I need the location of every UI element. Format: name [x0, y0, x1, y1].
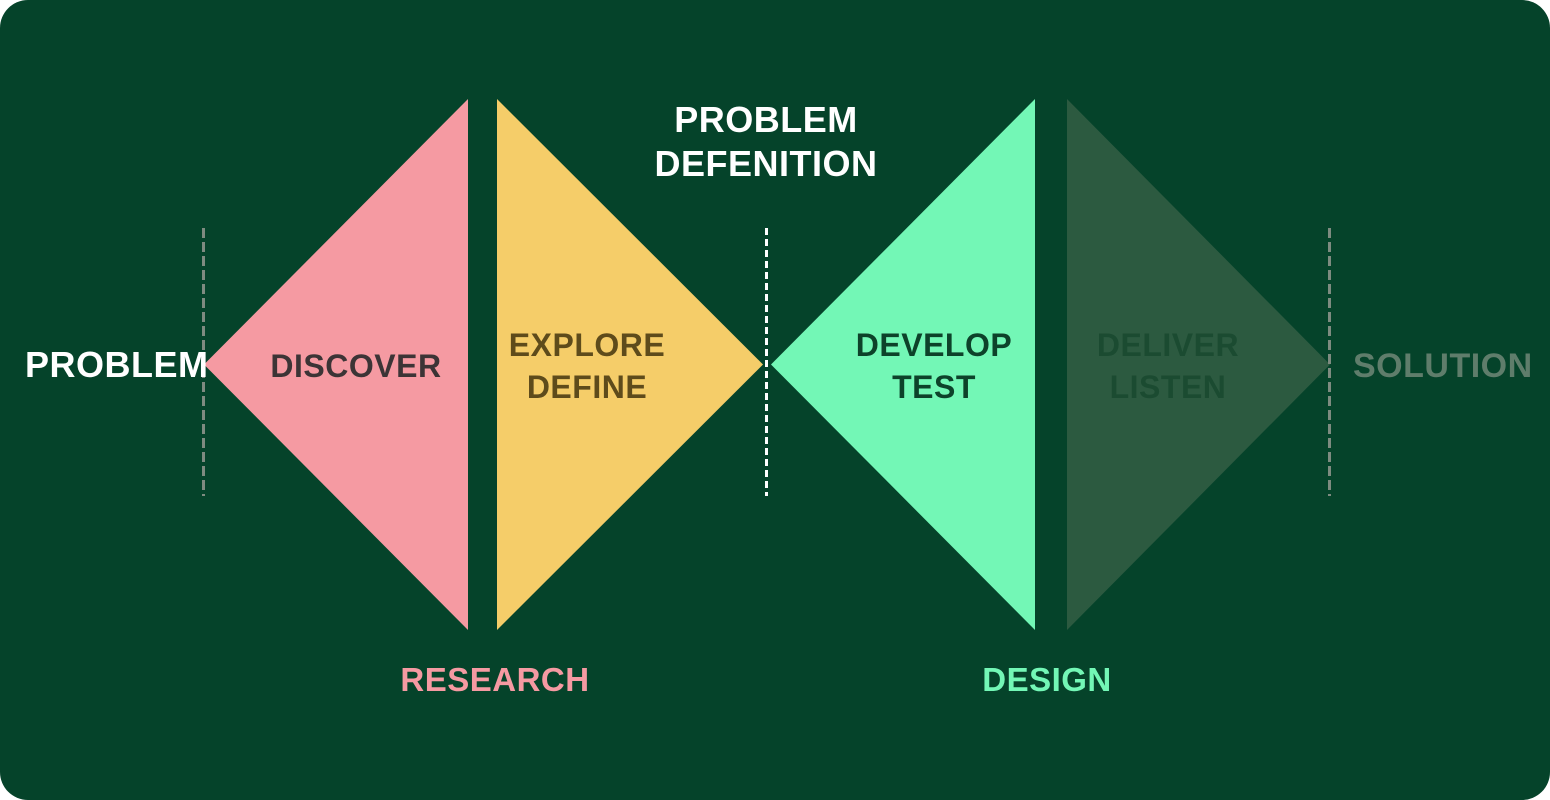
- stage-label-discover: DISCOVER: [270, 345, 441, 387]
- label-problem-definition-line1: PROBLEM: [674, 99, 858, 140]
- label-solution: SOLUTION: [1353, 347, 1533, 385]
- stage-label-deliver-listen: DELIVER LISTEN: [1097, 324, 1239, 408]
- stage-label-develop-line1: DEVELOP: [855, 327, 1013, 363]
- stage-label-explore-line1: EXPLORE: [508, 327, 666, 363]
- dashed-divider-right: [1328, 228, 1331, 496]
- stage-label-develop-line2: TEST: [892, 369, 976, 405]
- stage-label-deliver-line1: DELIVER: [1096, 327, 1240, 363]
- label-problem-definition-line2: DEFENITION: [654, 143, 878, 184]
- phase-label-design: DESIGN: [982, 661, 1112, 698]
- stage-label-explore-define: EXPLORE DEFINE: [509, 324, 665, 408]
- label-problem-definition: PROBLEM DEFENITION: [654, 98, 877, 186]
- dashed-divider-center: [765, 228, 768, 496]
- stage-label-explore-line2: DEFINE: [526, 369, 648, 405]
- stage-label-deliver-line2: LISTEN: [1109, 369, 1227, 405]
- label-problem: PROBLEM: [25, 344, 209, 385]
- dashed-divider-left: [202, 228, 205, 496]
- phase-label-research: RESEARCH: [400, 661, 590, 698]
- stage-label-develop-test: DEVELOP TEST: [856, 324, 1012, 408]
- stage-label-discover-line1: DISCOVER: [270, 348, 442, 384]
